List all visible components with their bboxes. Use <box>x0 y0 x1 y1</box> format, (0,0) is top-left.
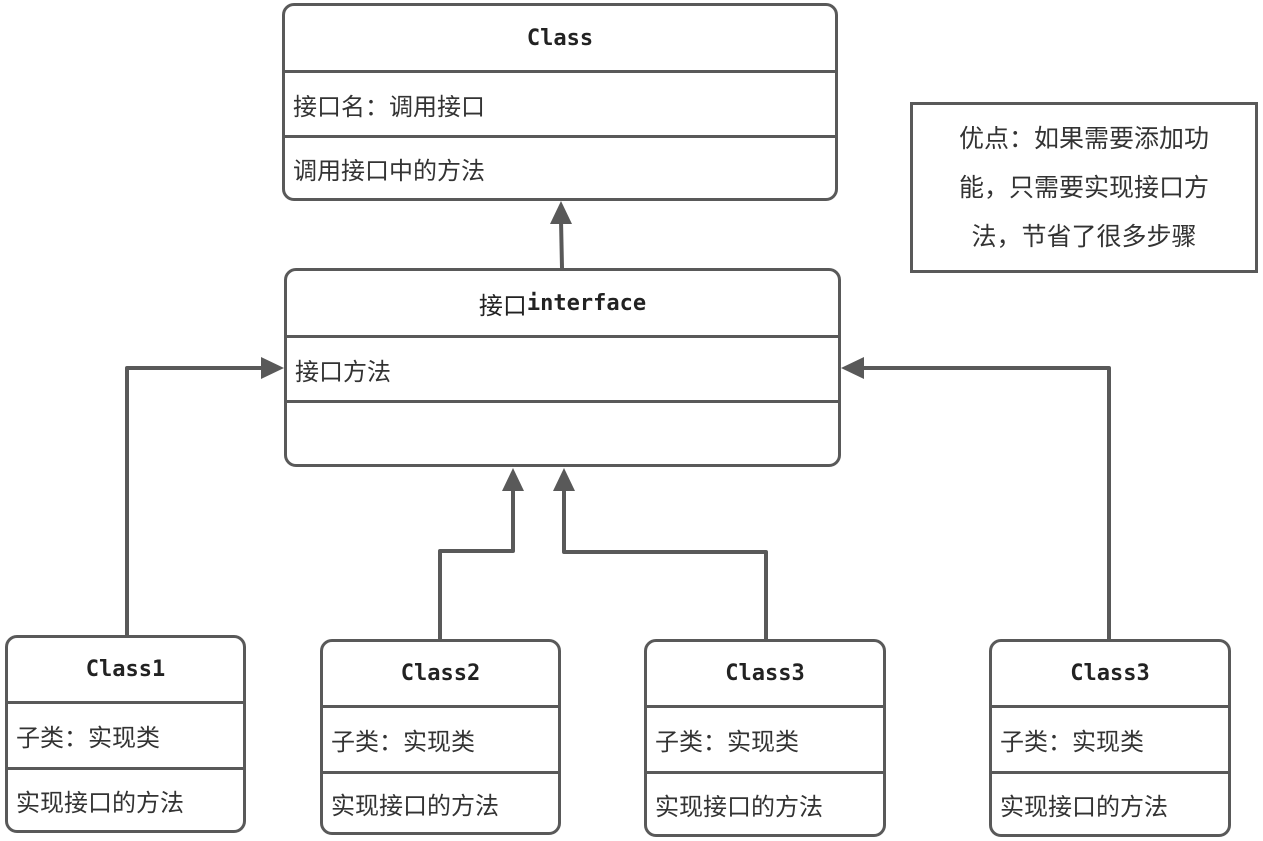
arrowhead-up-interface-left <box>502 468 524 491</box>
subclass-box-class3-second[interactable]: Class3 子类：实现类 实现接口的方法 <box>989 639 1231 837</box>
class-title: Class <box>285 6 835 73</box>
class-method: 调用接口中的方法 <box>293 156 485 185</box>
interface-title-cn: 接口 <box>478 291 527 320</box>
subclass-method: 实现接口的方法 <box>16 788 184 817</box>
subclass-title: Class3 <box>992 642 1228 708</box>
class-box-main[interactable]: Class 接口名：调用接口 调用接口中的方法 <box>282 3 838 201</box>
subclass-box-class1[interactable]: Class1 子类：实现类 实现接口的方法 <box>5 635 246 833</box>
subclass-field: 子类：实现类 <box>647 708 883 774</box>
connector-interface-to-class <box>559 219 564 269</box>
subclass-box-class2[interactable]: Class2 子类：实现类 实现接口的方法 <box>320 639 561 835</box>
subclass-field: 子类：实现类 <box>323 708 558 774</box>
advantage-note: 优点：如果需要添加功能，只需要实现接口方法，节省了很多步骤 <box>910 102 1258 273</box>
connector-class3b-to-interface <box>862 366 1111 640</box>
connector-class1-to-interface <box>125 366 262 636</box>
subclass-box-class3[interactable]: Class3 子类：实现类 实现接口的方法 <box>644 639 886 837</box>
interface-title-en: interface <box>526 290 647 316</box>
arrowhead-up-interface-right <box>553 468 575 491</box>
subclass-method: 实现接口的方法 <box>1000 792 1168 821</box>
arrowhead-up-class <box>550 201 572 224</box>
subclass-field: 子类：实现类 <box>992 708 1228 774</box>
subclass-method: 实现接口的方法 <box>655 792 823 821</box>
connector-class2-to-interface <box>438 490 515 640</box>
subclass-title: Class2 <box>323 642 558 708</box>
interface-extra <box>287 403 838 464</box>
subclass-title: Class3 <box>647 642 883 708</box>
class-field: 接口名：调用接口 <box>285 73 835 138</box>
subclass-field: 子类：实现类 <box>8 704 243 770</box>
subclass-method: 实现接口的方法 <box>331 791 499 820</box>
interface-method: 接口方法 <box>287 338 838 403</box>
advantage-note-text: 优点：如果需要添加功能，只需要实现接口方法，节省了很多步骤 <box>958 124 1209 251</box>
arrowhead-left-interface <box>841 357 864 379</box>
subclass-title: Class1 <box>8 638 243 704</box>
connector-class3-to-interface <box>562 490 768 640</box>
arrowhead-right-interface <box>261 357 284 379</box>
